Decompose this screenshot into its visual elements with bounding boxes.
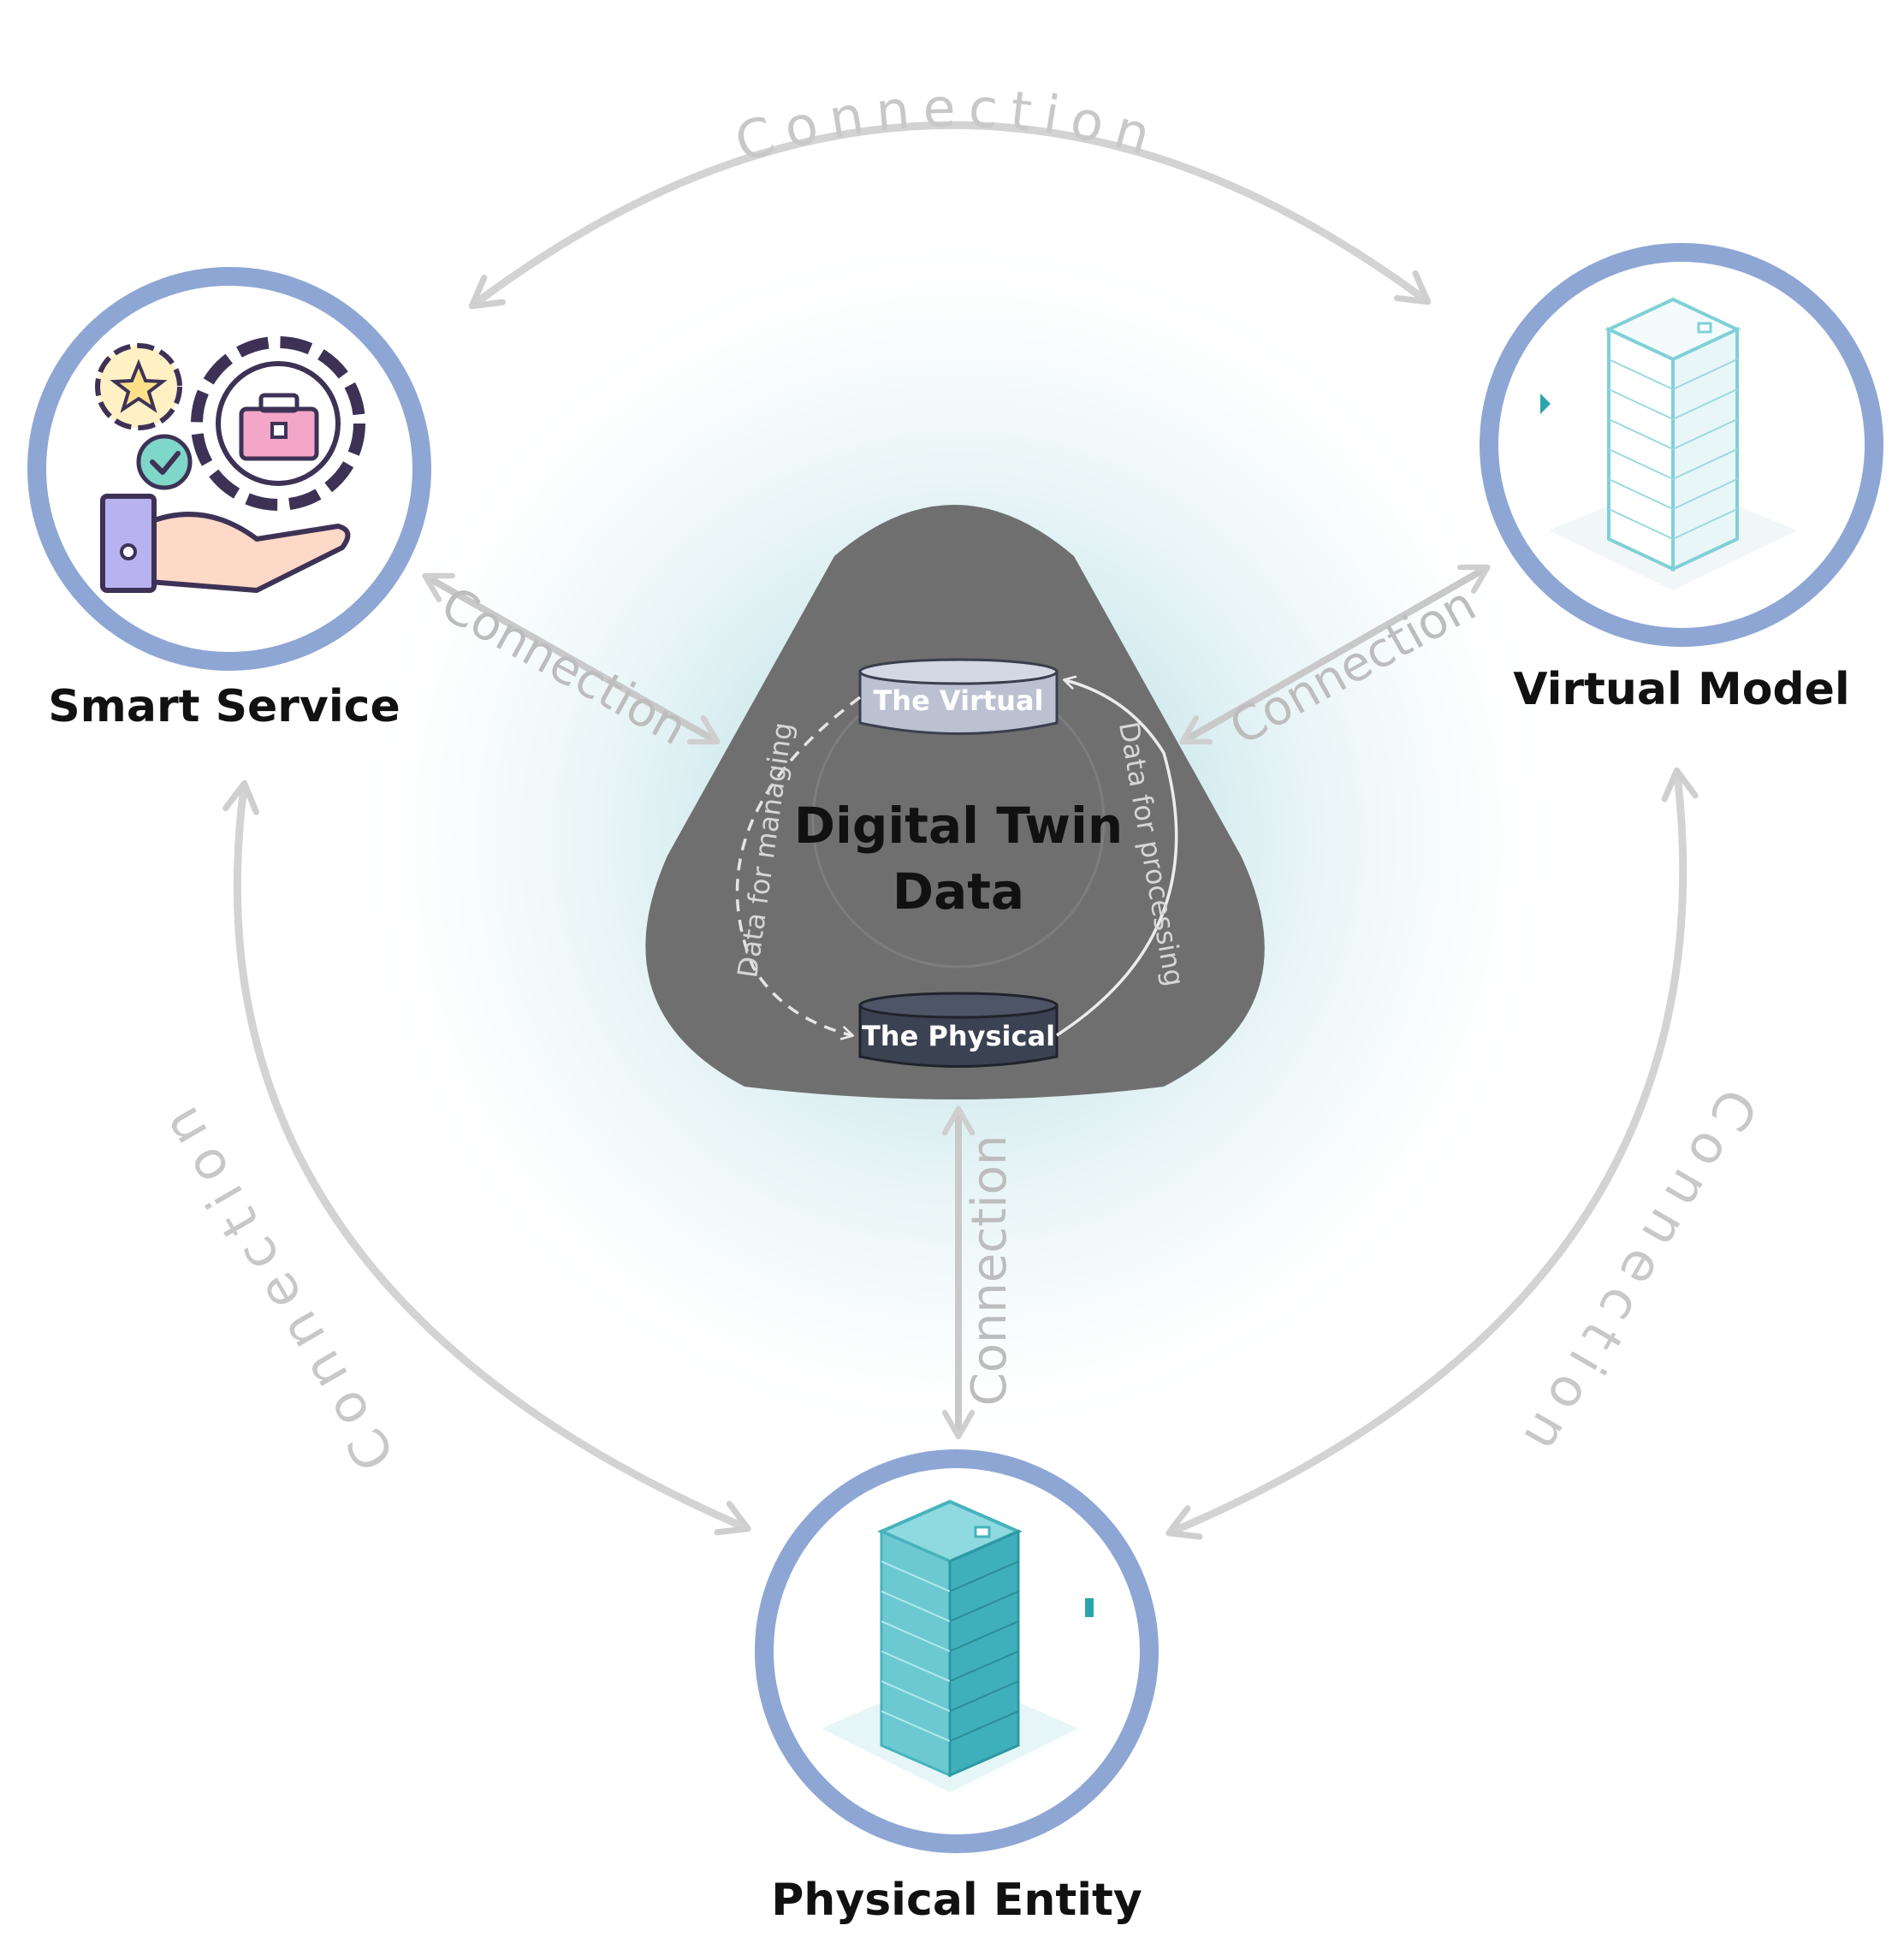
node-smart-service: Smart Service [27, 267, 431, 732]
outer-left-connection: Connection [143, 1087, 407, 1482]
center-title-line2: Data [893, 862, 1024, 921]
inner-arrow-right [1179, 564, 1491, 745]
smart-service-ring [27, 267, 431, 671]
inner-arrow-left [422, 572, 721, 745]
arc-left [222, 779, 751, 1536]
center-title-line1: Digital Twin [794, 797, 1123, 855]
arc-right [1166, 767, 1699, 1540]
db-physical-label: The Physical [862, 1020, 1055, 1052]
db-virtual-label: The Virtual [873, 684, 1043, 717]
inner-connection-arrows [422, 564, 1491, 1440]
smart-service-label: Smart Service [48, 681, 400, 732]
outer-top-connection-label: Connection [728, 76, 1169, 175]
node-virtual-model: Virtual Model [1480, 243, 1883, 715]
outer-left-connection-text: Connection [143, 1087, 407, 1482]
arc-top [468, 121, 1432, 310]
core-shape [645, 505, 1265, 1099]
db-physical: The Physical [858, 992, 1059, 1068]
digital-twin-core: The Virtual The Physical Data for managi… [645, 505, 1265, 1099]
virtual-building-icon [1540, 297, 1797, 590]
physical-building-icon [822, 1499, 1094, 1792]
flow-arrow-managing [735, 696, 862, 1040]
flow-arrow-processing [1056, 675, 1178, 1037]
physical-entity-label: Physical Entity [771, 1875, 1142, 1926]
virtual-model-label: Virtual Model [1513, 664, 1849, 715]
inner-bottom-connection-label: Connection [962, 1135, 1017, 1407]
db-virtual: The Virtual [858, 658, 1059, 735]
node-physical-entity: Physical Entity [755, 1449, 1159, 1926]
outer-connection-arcs [222, 121, 1699, 1540]
smart-service-icon [95, 336, 365, 593]
